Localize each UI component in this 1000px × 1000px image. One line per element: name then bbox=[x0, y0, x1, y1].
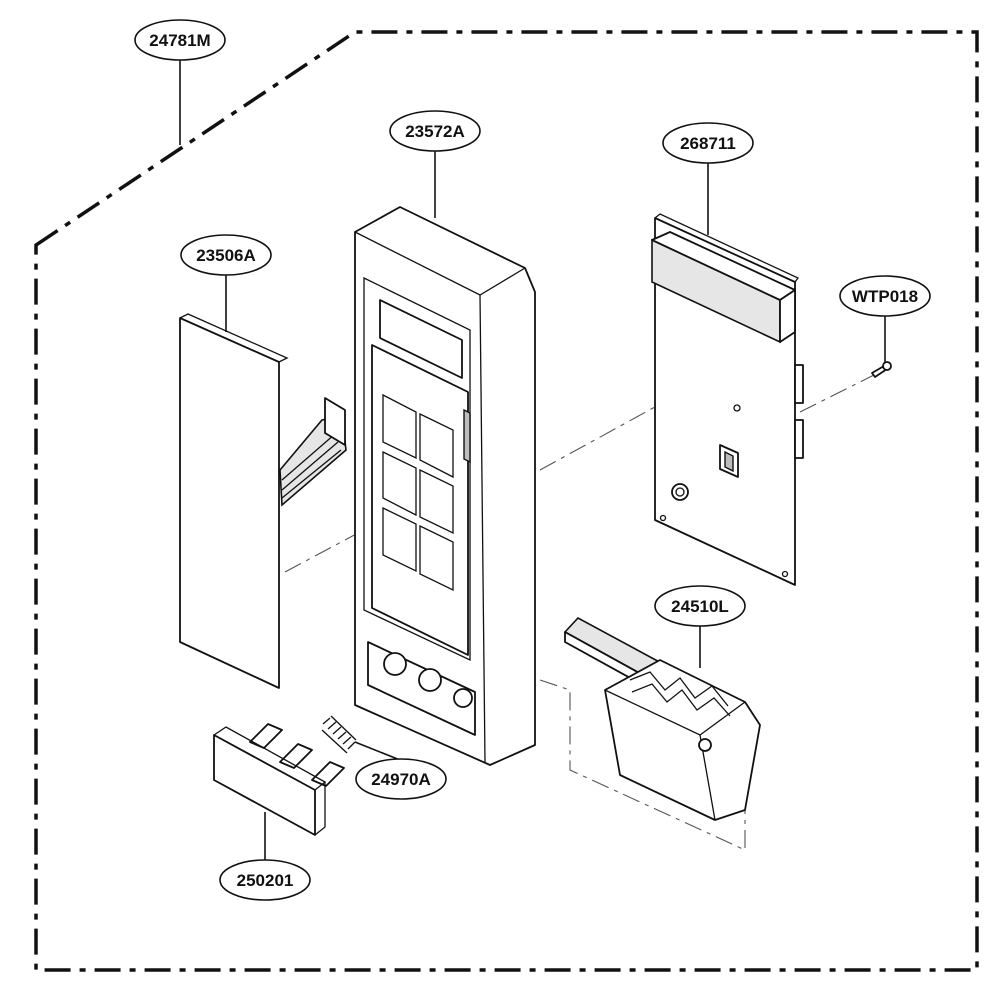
callout-23572A: 23572A bbox=[389, 110, 481, 152]
membrane-keypad-part bbox=[179, 313, 347, 689]
callout-24781M: 24781M bbox=[134, 19, 226, 61]
callout-23572A-text: 23572A bbox=[405, 122, 465, 141]
callout-250201-text: 250201 bbox=[237, 871, 294, 890]
callout-24781M-text: 24781M bbox=[149, 31, 210, 50]
screw-part bbox=[871, 361, 892, 378]
assembly-boundary bbox=[34, 30, 979, 972]
callout-23506A: 23506A bbox=[180, 234, 272, 276]
callout-24970A: 24970A bbox=[355, 758, 447, 800]
callout-23506A-text: 23506A bbox=[196, 246, 256, 265]
leader-lines bbox=[179, 60, 886, 860]
pcb-assembly-part bbox=[651, 213, 804, 586]
callout-268711: 268711 bbox=[662, 122, 754, 164]
callout-WTP018-text: WTP018 bbox=[852, 287, 918, 306]
callout-250201: 250201 bbox=[219, 859, 311, 901]
spring-part bbox=[321, 715, 357, 754]
control-panel-frame-part bbox=[354, 206, 536, 766]
callout-268711-text: 268711 bbox=[680, 134, 736, 153]
push-button-part bbox=[213, 723, 345, 836]
callout-24510L-text: 24510L bbox=[671, 597, 729, 616]
callout-24970A-text: 24970A bbox=[371, 770, 431, 789]
keypad-button-grid bbox=[382, 393, 454, 592]
callout-WTP018: WTP018 bbox=[839, 275, 931, 317]
callout-24510L: 24510L bbox=[654, 585, 746, 627]
latch-assembly-part bbox=[563, 617, 761, 821]
